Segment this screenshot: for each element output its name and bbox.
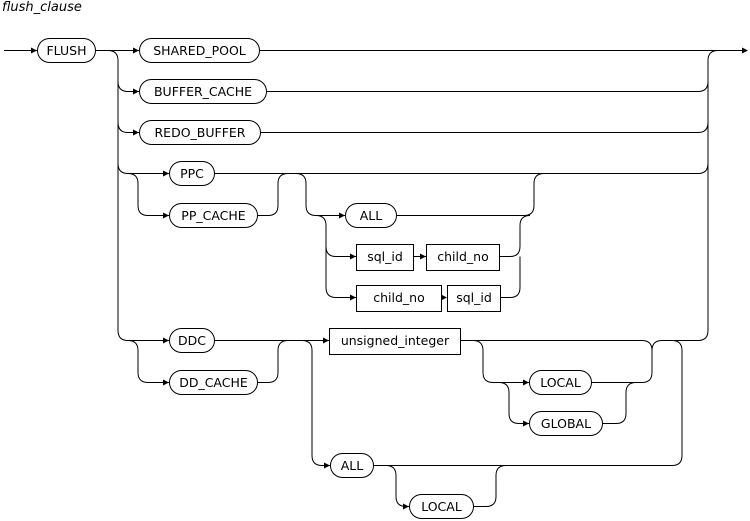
svg-text:sql_id: sql_id (456, 290, 492, 305)
svg-text:BUFFER_CACHE: BUFFER_CACHE (154, 84, 252, 99)
keyword-local-1: LOCAL (529, 370, 592, 395)
svg-text:PP_CACHE: PP_CACHE (181, 208, 246, 223)
svg-text:GLOBAL: GLOBAL (541, 416, 591, 431)
svg-text:sql_id: sql_id (367, 249, 403, 264)
flow-arrows (31, 47, 748, 510)
keyword-shared-pool: SHARED_POOL (139, 38, 260, 63)
svg-text:LOCAL: LOCAL (540, 375, 581, 390)
svg-text:ALL: ALL (360, 208, 383, 223)
svg-text:DD_CACHE: DD_CACHE (179, 375, 248, 390)
nonterminal-child-no-2: child_no (356, 285, 442, 312)
keyword-redo-buffer: REDO_BUFFER (139, 120, 261, 145)
svg-text:SHARED_POOL: SHARED_POOL (153, 43, 246, 58)
svg-text:REDO_BUFFER: REDO_BUFFER (155, 125, 246, 140)
keyword-dd-cache: DD_CACHE (169, 370, 258, 395)
svg-text:FLUSH: FLUSH (46, 43, 86, 58)
svg-text:ALL: ALL (341, 458, 364, 473)
svg-text:PPC: PPC (180, 166, 204, 181)
diagram-title: flush_clause (2, 0, 82, 15)
svg-text:child_no: child_no (437, 249, 489, 264)
nonterminal-sql-id-1: sql_id (356, 244, 414, 271)
keyword-local-2: LOCAL (409, 494, 474, 519)
nonterminal-sql-id-2: sql_id (447, 285, 501, 312)
keyword-pp-cache: PP_CACHE (169, 203, 258, 228)
svg-text:LOCAL: LOCAL (421, 499, 462, 514)
svg-text:DDC: DDC (178, 333, 206, 348)
nonterminal-unsigned-integer: unsigned_integer (329, 328, 461, 355)
keyword-global: GLOBAL (529, 411, 603, 436)
keyword-buffer-cache: BUFFER_CACHE (139, 79, 267, 104)
keyword-flush: FLUSH (37, 38, 96, 63)
nonterminal-child-no-1: child_no (426, 244, 500, 271)
keyword-ppc: PPC (169, 161, 215, 186)
rail-lines (4, 50, 742, 507)
svg-text:child_no: child_no (373, 290, 425, 305)
keyword-ddc: DDC (169, 328, 215, 353)
svg-text:unsigned_integer: unsigned_integer (341, 333, 450, 348)
keyword-all-pp: ALL (345, 203, 397, 228)
keyword-all-dd: ALL (330, 453, 374, 478)
